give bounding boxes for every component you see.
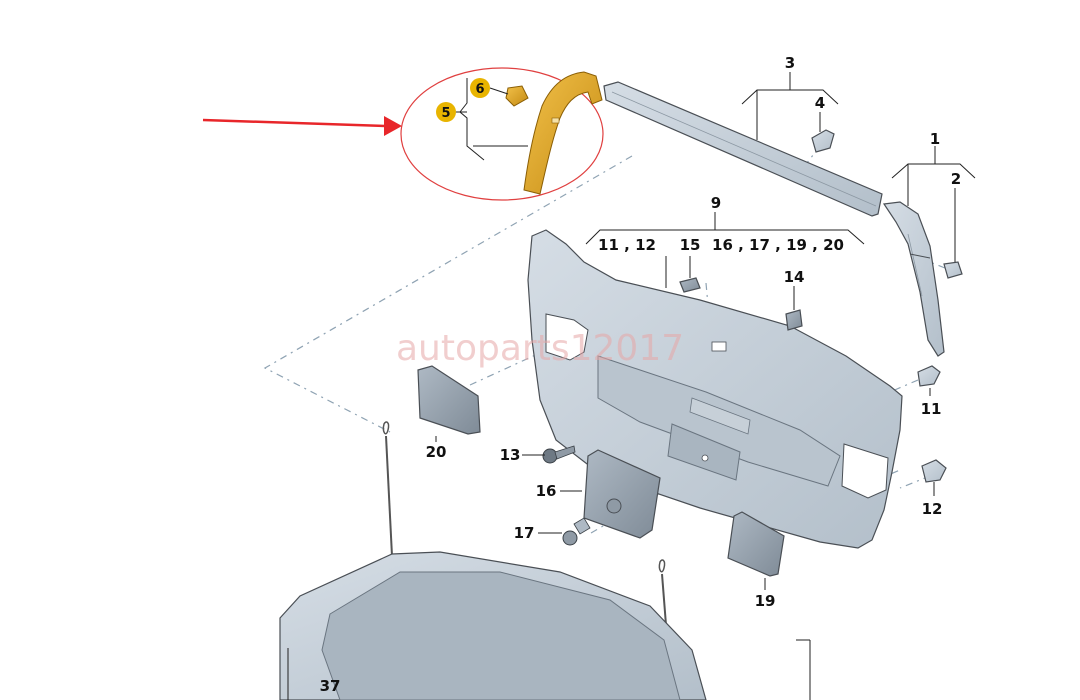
part-19-cover <box>727 511 785 577</box>
highlight-circle <box>400 67 604 201</box>
part-1-side-trim <box>882 201 945 357</box>
part-13-screw <box>542 445 576 464</box>
label-16: 16 <box>536 482 557 500</box>
label-3: 3 <box>785 54 795 72</box>
part-5-trim-highlighted <box>523 71 603 195</box>
label-20: 20 <box>426 443 447 461</box>
part-37-luggage-cover <box>279 551 707 700</box>
part-14-clip <box>785 309 803 331</box>
label-11-12: 11 , 12 <box>598 236 656 254</box>
part-9-tailgate-panel <box>527 229 903 549</box>
part-20-cover <box>417 365 481 435</box>
part-2-clip <box>943 261 963 279</box>
part-labels: 6 5 3 4 1 2 9 11 , 12 15 16 , 17 , 19 , … <box>320 54 962 695</box>
part-4-clip <box>811 129 835 153</box>
label-5: 5 <box>441 106 450 121</box>
label-1: 1 <box>930 130 940 148</box>
badge-5 <box>436 102 456 122</box>
label-17: 17 <box>514 524 535 542</box>
label-12: 12 <box>922 500 943 518</box>
label-37: 37 <box>320 677 341 695</box>
watermark: autoparts12017 <box>396 328 684 369</box>
label-6: 6 <box>475 82 484 97</box>
label-2: 2 <box>951 170 961 188</box>
part-6-clip <box>505 85 529 107</box>
part-17-fastener <box>562 517 591 546</box>
label-19: 19 <box>755 592 776 610</box>
label-16-17-19-20: 16 , 17 , 19 , 20 <box>712 236 844 254</box>
pointer-arrow <box>202 116 402 136</box>
leader-lines <box>287 72 976 700</box>
part-15-clip <box>679 277 701 293</box>
label-9: 9 <box>711 194 721 212</box>
label-4: 4 <box>815 94 825 112</box>
part-11-clip <box>917 365 941 387</box>
badge-6 <box>470 78 490 98</box>
label-11: 11 <box>921 400 942 418</box>
part-12-clip <box>921 459 947 483</box>
label-13: 13 <box>500 446 521 464</box>
label-14: 14 <box>784 268 805 286</box>
label-15: 15 <box>680 236 701 254</box>
